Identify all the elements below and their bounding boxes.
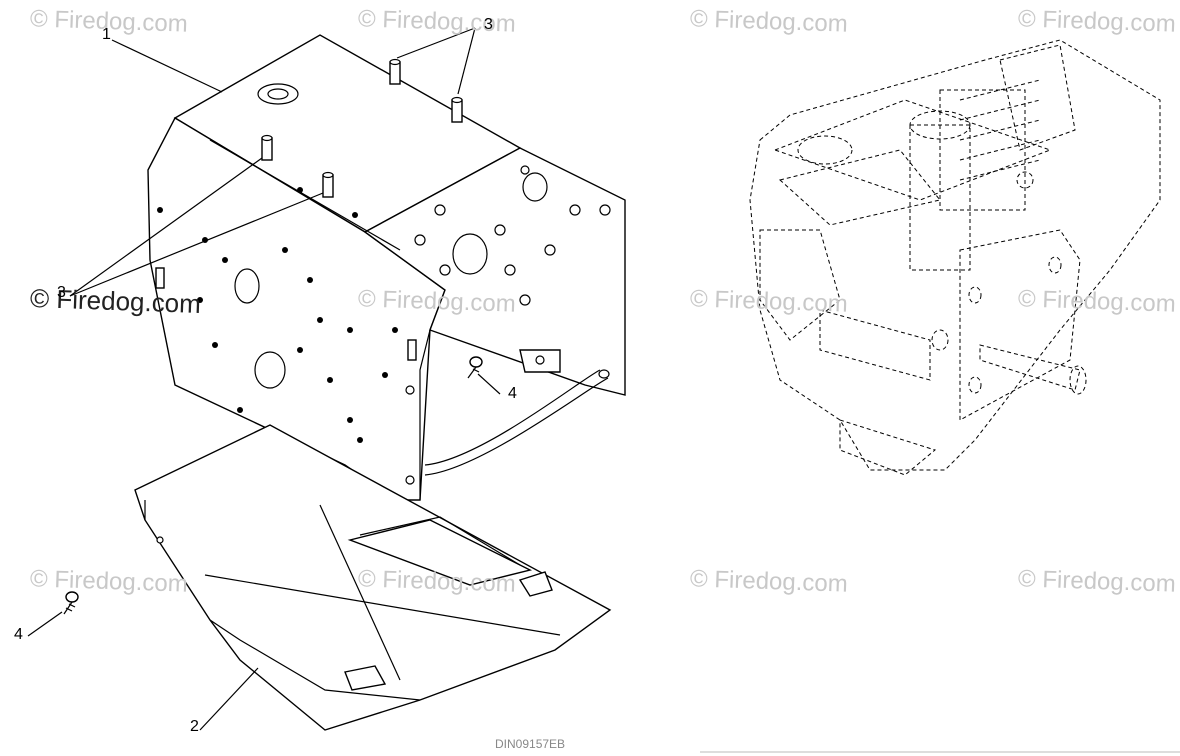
watermark-5: © Firedog.com [29,283,202,319]
callout-3-left: 3 [57,284,66,301]
callout-4-left: 4 [14,626,23,643]
watermark-4: © Firedog.com [1017,5,1177,38]
engine-outline [749,39,1161,476]
base-pan [134,424,612,731]
callout-2: 2 [190,718,199,735]
watermark-12: © Firedog.com [1017,565,1177,598]
leader-lines [27,27,501,731]
stud-parts [261,58,463,198]
watermark-3: © Firedog.com [689,5,849,38]
callout-1: 1 [102,26,111,43]
watermark-9: © Firedog.com [29,565,189,598]
screw-parts [63,356,483,615]
watermark-8: © Firedog.com [1017,285,1177,318]
watermark-11: © Firedog.com [689,565,849,598]
bracket-rod [424,349,610,476]
callout-4-right: 4 [508,385,517,402]
callout-3-top: 3 [484,16,493,33]
watermark-10: © Firedog.com [357,565,517,598]
footer-code: DIN09157EB [495,737,566,751]
watermark-7: © Firedog.com [689,285,849,318]
frame-housing [147,34,626,501]
watermark-6: © Firedog.com [357,285,517,318]
